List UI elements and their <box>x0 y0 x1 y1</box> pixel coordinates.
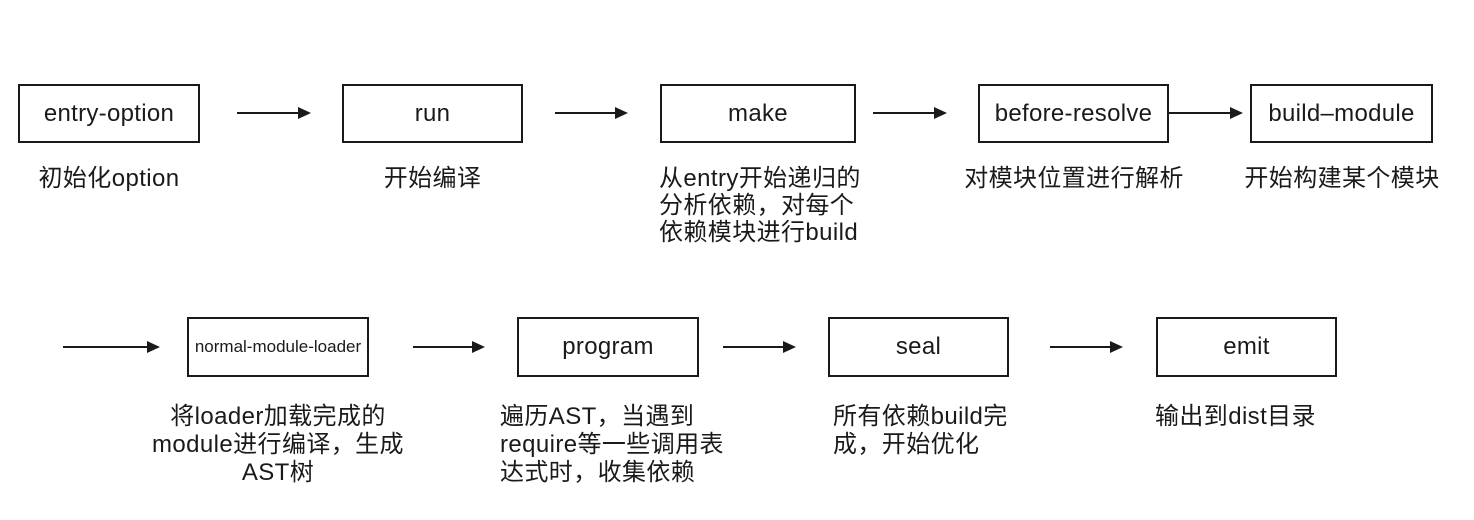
node-label-seal: seal <box>895 333 942 360</box>
node-label-build-module: build–module <box>1268 99 1415 127</box>
flow-node-emit: emit <box>1156 317 1337 377</box>
arrow-right-icon <box>237 107 311 119</box>
flow-node-run: run <box>342 84 523 143</box>
node-caption-run: 开始编译 <box>383 165 482 192</box>
flow-node-normal-module-loader: normal-module-loader <box>187 317 369 377</box>
arrow-shaft <box>1050 346 1112 348</box>
arrow-head <box>147 341 160 353</box>
node-label-normal-module-loader: normal-module-loader <box>194 337 362 356</box>
arrow-head <box>1110 341 1123 353</box>
node-caption-make: 从entry开始递归的 分析依赖，对每个 依赖模块进行build <box>659 165 861 246</box>
node-label-program: program <box>562 333 654 360</box>
arrow-shaft <box>873 112 936 114</box>
flow-node-make: make <box>660 84 856 143</box>
arrow-right-icon <box>1050 341 1123 353</box>
arrow-head <box>783 341 796 353</box>
node-caption-normal-module-loader: 将loader加载完成的 module进行编译，生成 AST树 <box>152 403 404 486</box>
node-label-before-resolve: before-resolve <box>994 99 1153 127</box>
arrow-right-icon <box>555 107 628 119</box>
arrow-head <box>615 107 628 119</box>
node-label-emit: emit <box>1223 333 1270 360</box>
node-caption-program: 遍历AST，当遇到 require等一些调用表 达式时，收集依赖 <box>500 403 724 486</box>
arrow-right-icon <box>413 341 485 353</box>
arrow-shaft <box>1169 112 1232 114</box>
arrow-shaft <box>555 112 617 114</box>
node-label-run: run <box>414 99 451 127</box>
arrow-shaft <box>723 346 785 348</box>
node-caption-before-resolve: 对模块位置进行解析 <box>964 165 1184 192</box>
arrow-head <box>298 107 311 119</box>
arrow-right-icon <box>63 341 160 353</box>
flow-node-program: program <box>517 317 699 377</box>
arrow-right-icon <box>723 341 796 353</box>
flow-node-seal: seal <box>828 317 1009 377</box>
flow-node-build-module: build–module <box>1250 84 1433 143</box>
node-label-entry-option: entry-option <box>43 99 175 127</box>
node-caption-entry-option: 初始化option <box>38 165 180 192</box>
arrow-right-icon <box>1169 107 1243 119</box>
arrow-head <box>934 107 947 119</box>
arrow-right-icon <box>873 107 947 119</box>
arrow-shaft <box>237 112 300 114</box>
flow-node-entry-option: entry-option <box>18 84 200 143</box>
flow-node-before-resolve: before-resolve <box>978 84 1169 143</box>
node-label-make: make <box>728 99 788 127</box>
node-caption-emit: 输出到dist目录 <box>1155 403 1316 430</box>
arrow-head <box>1230 107 1243 119</box>
node-caption-seal: 所有依赖build完 成，开始优化 <box>833 403 1008 458</box>
arrow-shaft <box>63 346 149 348</box>
arrow-shaft <box>413 346 474 348</box>
node-caption-build-module: 开始构建某个模块 <box>1244 165 1440 192</box>
arrow-head <box>472 341 485 353</box>
